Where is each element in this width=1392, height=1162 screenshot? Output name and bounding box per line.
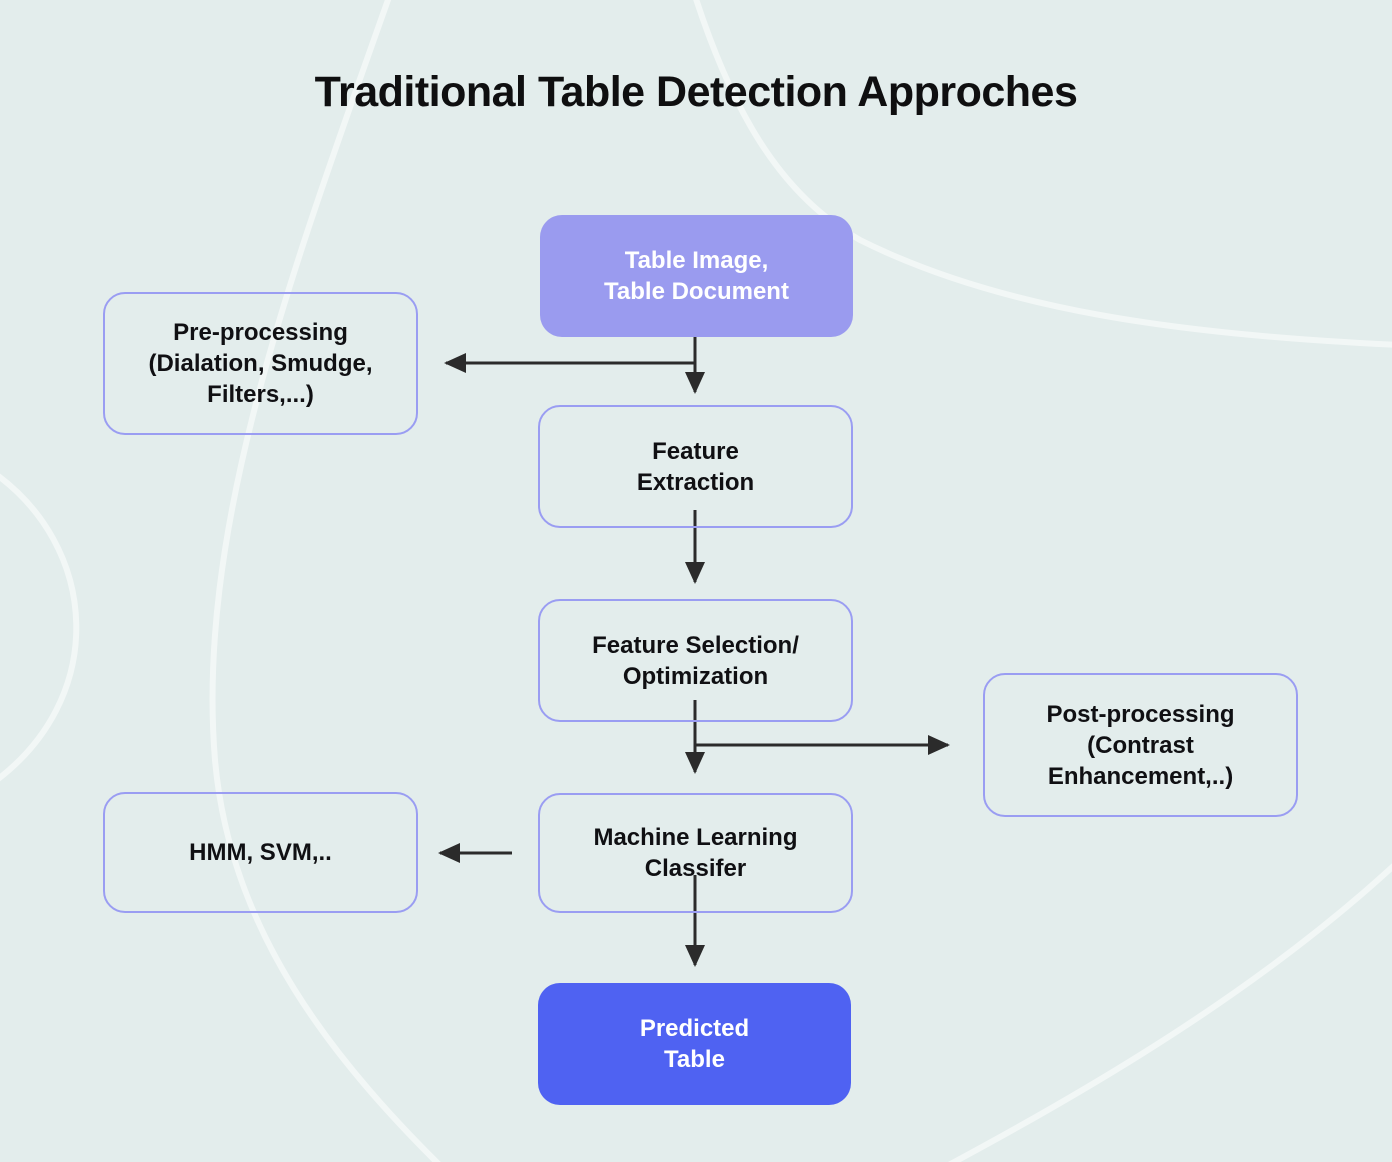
node-label-line: Pre-processing xyxy=(173,319,348,346)
node-label-line: Optimization xyxy=(622,662,769,690)
node-label-line: (Dialation, Smudge, xyxy=(148,350,373,377)
node-label-line: HMM, SVM,.. xyxy=(189,839,332,866)
node-label-line: Predicted xyxy=(639,1015,750,1042)
node-label-line: Machine Learning xyxy=(593,824,798,851)
node-pre-processing: Pre-processing (Dialation, Smudge, Filte… xyxy=(103,292,418,435)
node-feature-extraction: Feature Extraction xyxy=(538,405,853,528)
decor-curve-top-right xyxy=(693,0,1392,348)
node-label-line: Extraction xyxy=(636,468,755,496)
node-label-line: Table Image, xyxy=(624,247,769,274)
node-post-processing: Post-processing (Contrast Enhancement,..… xyxy=(983,673,1298,817)
node-label-line: (Contrast xyxy=(1087,731,1194,759)
page-title: Traditional Table Detection Approches xyxy=(314,68,1078,116)
node-label-line: Table xyxy=(664,1046,725,1073)
decor-curve-left-diagonal xyxy=(209,0,441,1162)
node-label-line: Table Document xyxy=(604,278,789,305)
node-label-line: Post-processing xyxy=(1046,700,1235,728)
node-hmm-svm: HMM, SVM,.. xyxy=(103,792,418,913)
node-label-line: Classifer xyxy=(644,855,747,882)
node-label-line: Feature xyxy=(652,437,739,465)
decor-curve-left-arc xyxy=(0,473,80,782)
node-predicted-table: Predicted Table xyxy=(538,983,851,1105)
node-label-line: Filters,...) xyxy=(207,381,314,408)
node-label-line: Feature Selection/ xyxy=(592,631,799,659)
decor-curve-bottom-right xyxy=(947,863,1392,1162)
node-ml-classifier: Machine Learning Classifer xyxy=(538,793,853,913)
node-feature-selection: Feature Selection/ Optimization xyxy=(538,599,853,722)
node-label-line: Enhancement,..) xyxy=(1047,762,1234,790)
node-table-image: Table Image, Table Document xyxy=(540,215,853,337)
